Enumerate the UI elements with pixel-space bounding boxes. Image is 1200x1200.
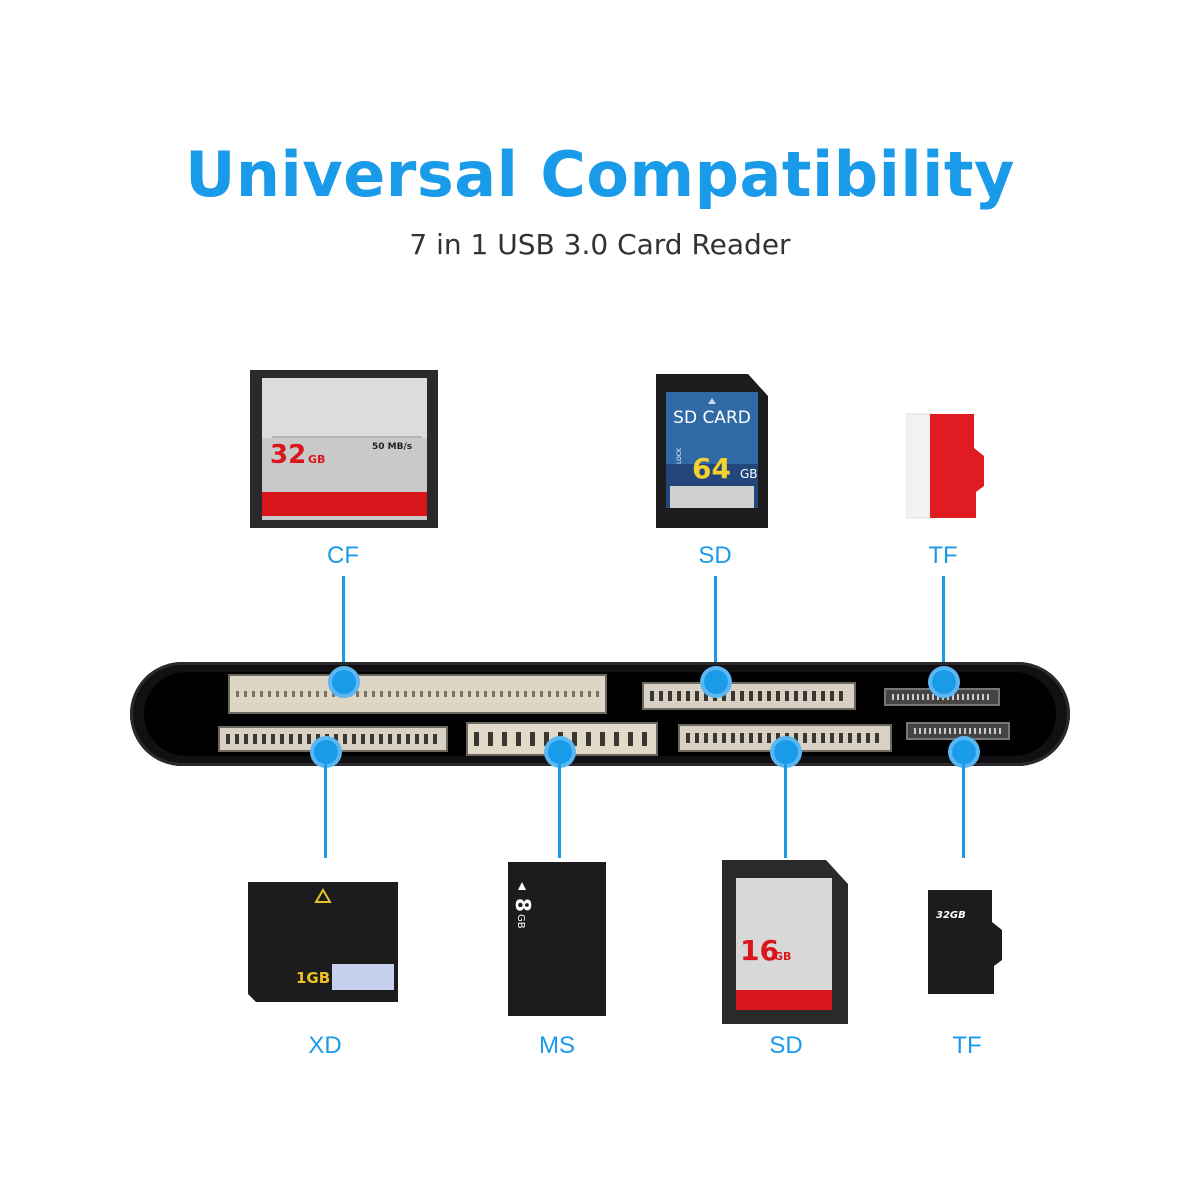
connector-xd	[324, 764, 327, 858]
sd-capacity: 64	[692, 452, 731, 485]
dot-tf-top	[928, 666, 960, 698]
label-xd: XD	[308, 1032, 342, 1059]
page-title: Universal Compatibility	[185, 138, 1015, 211]
xd-card: 1GB	[248, 882, 398, 1002]
page-subtitle: 7 in 1 USB 3.0 Card Reader	[409, 228, 791, 261]
ms-card: 8 GB	[508, 862, 606, 1016]
ms-capacity: 8	[511, 898, 535, 912]
sd-unit: GB	[740, 467, 758, 481]
slot-sd-top[interactable]	[642, 682, 856, 710]
tf-card-top	[906, 413, 984, 519]
label-tf-top: TF	[928, 542, 958, 569]
connector-cf	[342, 576, 345, 680]
sd16-unit: GB	[774, 950, 791, 963]
label-sd-top: SD	[698, 542, 732, 569]
label-sd-bottom: SD	[769, 1032, 803, 1059]
sd-lock: LOCK	[676, 447, 683, 464]
tf-capacity: 32GB	[936, 910, 966, 921]
tf-card-bottom: 32GB	[928, 890, 1002, 994]
cf-card: 32 GB 50 MB/s	[250, 370, 438, 528]
connector-sd-top	[714, 576, 717, 680]
cf-unit: GB	[308, 453, 325, 466]
xd-capacity: 1GB	[296, 969, 330, 987]
connector-tf-bottom	[962, 764, 965, 858]
sd-card-16: 16 GB	[722, 860, 848, 1024]
connector-ms	[558, 764, 561, 858]
cf-capacity: 32	[270, 440, 306, 470]
dot-cf	[328, 666, 360, 698]
sd-brand: SD CARD	[673, 408, 751, 428]
label-tf-bottom: TF	[952, 1032, 982, 1059]
slot-cf[interactable]	[228, 674, 607, 714]
connector-tf-top	[942, 576, 945, 680]
label-cf: CF	[327, 542, 359, 569]
ms-unit: GB	[515, 914, 526, 929]
sd-card-64: SD CARD 64 GB LOCK	[656, 374, 768, 528]
label-ms: MS	[539, 1032, 575, 1059]
connector-sd-bottom	[784, 764, 787, 858]
sd16-capacity: 16	[740, 934, 779, 967]
dot-sd-top	[700, 666, 732, 698]
cf-speed: 50 MB/s	[372, 442, 412, 452]
